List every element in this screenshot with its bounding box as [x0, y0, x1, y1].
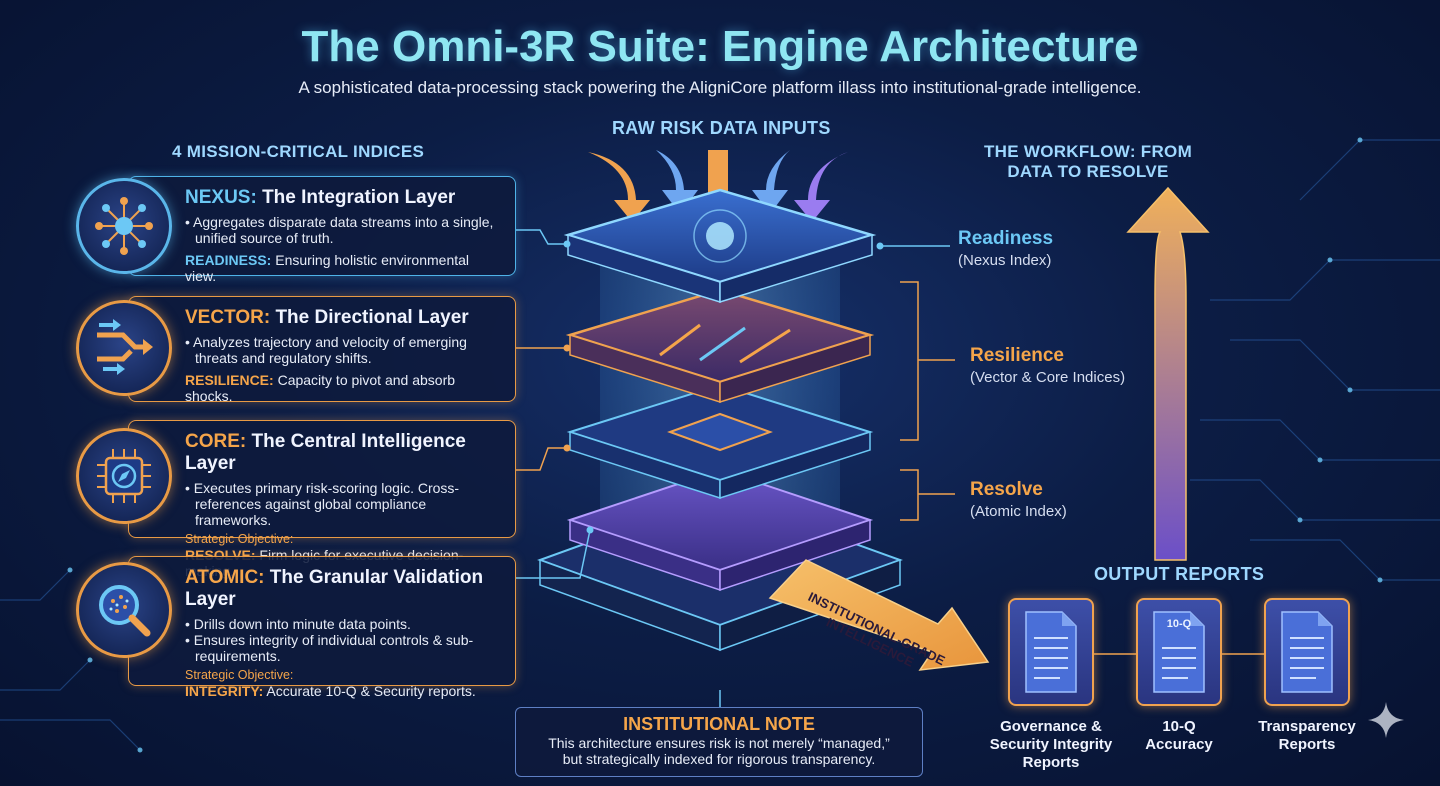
atomic-keyword: ATOMIC:: [185, 567, 265, 588]
nexus-bullet: • Aggregates disparate data streams into…: [185, 214, 494, 246]
page-subtitle: A sophisticated data-processing stack po…: [298, 78, 1142, 97]
processor-compass-icon: [76, 428, 172, 524]
report-label-governance-line-3: Reports: [1022, 754, 1080, 771]
readiness-label-title: Readiness: [958, 228, 1054, 249]
atomic-outcome: INTEGRITY: Accurate 10-Q & Security repo…: [185, 683, 503, 699]
report-label-transparency-line-2: Reports: [1278, 736, 1336, 753]
resilience-label-title: Resilience: [970, 345, 1064, 366]
core-layer-slab: [566, 383, 874, 500]
atomic-outcome-key: INTEGRITY:: [185, 683, 264, 699]
resolve-label-title: Resolve: [970, 479, 1043, 500]
report-label-governance-line-1: Governance &: [1000, 718, 1102, 735]
magnifier-icon: [76, 562, 172, 658]
vector-layer-slab: [565, 288, 875, 404]
nexus-name: The Integration Layer: [256, 187, 456, 208]
report-label-governance-line-2: Security Integrity: [989, 736, 1113, 753]
nexus-card-title: NEXUS: The Integration Layer: [185, 187, 503, 209]
right-connectors: [880, 245, 955, 521]
output-reports-title: OUTPUT REPORTS: [1094, 564, 1265, 584]
report-10q-document-icon: 10-Q: [1136, 598, 1222, 706]
vector-bullet: • Analyzes trajectory and velocity of em…: [185, 334, 467, 366]
resolve-label: Resolve (Atomic Index): [970, 479, 1067, 520]
core-name: The Central Intelligence Layer: [185, 431, 466, 474]
workflow-label-line-1: THE WORKFLOW: FROM: [983, 142, 1193, 161]
resolve-label-sub: (Atomic Index): [970, 503, 1067, 520]
institutional-note-line-2: but strategically indexed for rigorous t…: [562, 751, 876, 767]
report-label-transparency: Transparency Reports: [1237, 718, 1377, 754]
vector-layer-card: VECTOR: The Directional Layer • Analyzes…: [128, 296, 516, 404]
report-label-transparency-line-1: Transparency: [1258, 718, 1356, 735]
readiness-label-sub: (Nexus Index): [958, 252, 1052, 269]
workflow-label: THE WORKFLOW: FROM DATA TO RESOLVE: [978, 142, 1198, 182]
indices-section-title: 4 MISSION-CRITICAL INDICES: [172, 142, 425, 161]
institutional-note-title: INSTITUTIONAL NOTE: [623, 714, 815, 734]
atomic-bullet-1-text: Drills down into minute data points.: [193, 616, 411, 632]
core-bullet: • Executes primary risk-scoring logic. C…: [185, 480, 460, 528]
atomic-bullet-2: • Ensures integrity of individual contro…: [185, 632, 474, 664]
inputs-label: RAW RISK DATA INPUTS: [612, 118, 831, 138]
core-card-title: CORE: The Central Intelligence Layer: [185, 431, 503, 475]
transparency-document-icon: [1264, 598, 1350, 706]
atomic-bullet-1: • Drills down into minute data points.: [185, 616, 411, 632]
network-hub-icon: [76, 178, 172, 274]
vector-outcome-text: Capacity to pivot and absorb shocks.: [185, 372, 456, 404]
report-label-governance: Governance & Security Integrity Reports: [981, 718, 1121, 772]
nexus-layer-slab: [563, 188, 877, 304]
readiness-connector-dot: [876, 242, 884, 250]
nexus-outcome: READINESS: Ensuring holistic environment…: [185, 252, 503, 284]
left-connectors: [516, 229, 591, 579]
report-label-10q-line-2: Accuracy: [1145, 736, 1213, 753]
workflow-arrow: [1126, 186, 1210, 561]
nexus-outcome-key: READINESS:: [185, 252, 272, 268]
sparkle-icon: [1368, 702, 1404, 738]
vector-outcome-key: RESILIENCE:: [185, 372, 274, 388]
core-bullet-text: Executes primary risk-scoring logic. Cro…: [193, 480, 460, 528]
workflow-label-line-2: DATA TO RESOLVE: [1007, 162, 1169, 181]
vector-outcome: RESILIENCE: Capacity to pivot and absorb…: [185, 372, 503, 404]
vector-name: The Directional Layer: [270, 307, 469, 328]
vector-keyword: VECTOR:: [185, 307, 271, 328]
atomic-strategic-label: Strategic Objective:: [185, 668, 294, 682]
report-10q-tag: 10-Q: [1166, 618, 1192, 630]
resilience-label: Resilience (Vector & Core Indices): [970, 345, 1125, 386]
report-label-10q-line-1: 10-Q: [1162, 718, 1196, 735]
report-document-icon: [1008, 598, 1094, 706]
readiness-label: Readiness (Nexus Index): [958, 228, 1053, 269]
atomic-outcome-text: Accurate 10-Q & Security reports.: [263, 683, 476, 699]
resilience-label-sub: (Vector & Core Indices): [970, 369, 1126, 386]
atomic-card-title: ATOMIC: The Granular Validation Layer: [185, 567, 503, 611]
institutional-note-line-1: This architecture ensures risk is not me…: [548, 735, 890, 751]
core-layer-card: CORE: The Central Intelligence Layer • E…: [128, 420, 516, 579]
left-connector-dots: [563, 240, 594, 534]
nexus-bullet-text: Aggregates disparate data streams into a…: [193, 214, 494, 246]
nexus-layer-card: NEXUS: The Integration Layer • Aggregate…: [128, 176, 516, 284]
nexus-outcome-text: Ensuring holistic environmental view.: [185, 252, 470, 284]
atomic-bullet-2-text: Ensures integrity of individual controls…: [193, 632, 474, 664]
vector-card-title: VECTOR: The Directional Layer: [185, 307, 503, 329]
page-title: The Omni-3R Suite: Engine Architecture: [301, 22, 1139, 71]
institutional-note: INSTITUTIONAL NOTE This architecture ens…: [515, 707, 923, 777]
core-keyword: CORE:: [185, 431, 247, 452]
direction-arrows-icon: [76, 300, 172, 396]
atomic-layer-card: ATOMIC: The Granular Validation Layer • …: [128, 556, 516, 699]
vector-bullet-text: Analyzes trajectory and velocity of emer…: [193, 334, 467, 366]
report-label-10q: 10-Q Accuracy: [1109, 718, 1249, 754]
nexus-keyword: NEXUS:: [185, 187, 257, 208]
institutional-grade-arrow: [768, 559, 990, 671]
atomic-layer-slab: [566, 468, 874, 592]
atomic-name: The Granular Validation Layer: [185, 567, 484, 610]
core-strategic-label: Strategic Objective:: [185, 532, 294, 546]
